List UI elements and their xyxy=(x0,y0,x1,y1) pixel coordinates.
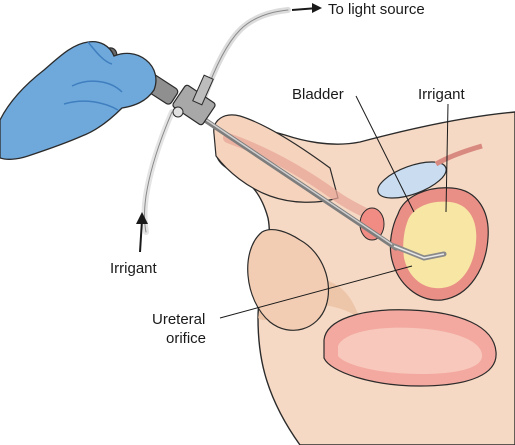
glove-thumb xyxy=(87,41,113,65)
scope-tip-highlight xyxy=(393,245,445,259)
arrow-up-head xyxy=(136,212,148,224)
label-ureteral: Ureteral xyxy=(152,311,205,328)
rectum-lumen xyxy=(338,327,483,374)
label-bladder: Bladder xyxy=(292,86,344,103)
label-orifice: orifice xyxy=(166,330,206,347)
glove-finger-1 xyxy=(71,80,123,93)
scope-shaft-highlight xyxy=(189,108,397,248)
scope-port xyxy=(172,106,184,118)
leader-irrigant xyxy=(445,103,449,213)
pubic-bone xyxy=(377,161,447,199)
bladder-irrigant xyxy=(403,201,477,289)
leader-ureteral xyxy=(219,265,413,319)
light-cable xyxy=(201,7,291,101)
arrow-up-icon xyxy=(139,219,143,253)
scope-light-post xyxy=(192,74,214,106)
light-cable-outline xyxy=(203,9,289,99)
arrow-right-head xyxy=(312,3,322,13)
leader-bladder xyxy=(355,95,415,213)
glove-finger-2 xyxy=(63,100,119,111)
scope-shaft xyxy=(187,107,399,251)
label-to-light-source: To light source xyxy=(328,1,425,18)
label-irrigant-tube: Irrigant xyxy=(110,260,158,277)
pubic-bone-tendon xyxy=(434,143,483,167)
label-irrigant-bladder: Irrigant xyxy=(418,86,466,103)
urethra xyxy=(223,133,381,223)
irrigant-tube xyxy=(141,109,175,235)
gloved-hand xyxy=(0,40,157,160)
